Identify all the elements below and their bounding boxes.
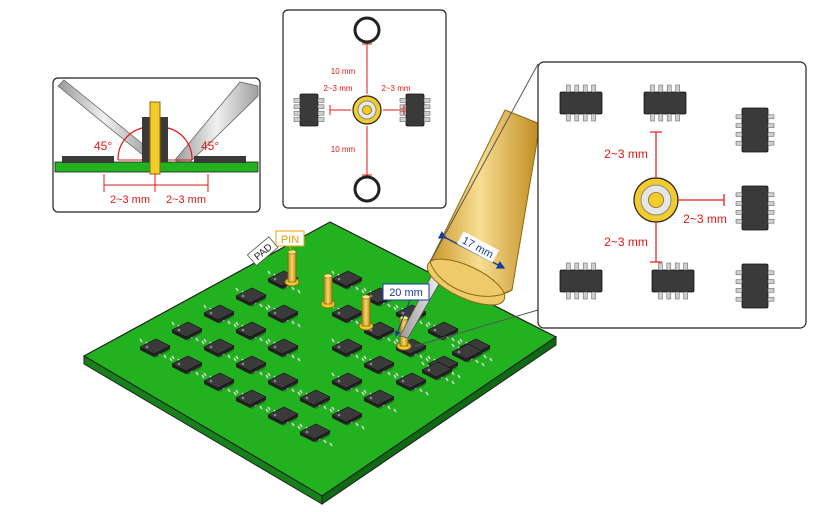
nozzle-length-label: 20 mm [389, 287, 423, 299]
zoom-chip [735, 185, 775, 231]
bottom-dist-label: 10 mm [331, 145, 356, 154]
board-chip [203, 338, 237, 362]
board-chip [235, 389, 269, 413]
dist-right-label: 2~3 mm [166, 194, 206, 206]
rp-bottom-dist-label: 2~3 mm [604, 235, 648, 249]
pin [358, 294, 374, 331]
zoom-chip [735, 107, 775, 153]
callout-lines [414, 63, 539, 347]
pcb-board [82, 221, 558, 505]
nozzle-length-dimension: 20 mm [382, 283, 430, 337]
top-right-chip [399, 93, 431, 127]
board-chip [331, 406, 365, 430]
board-chip [171, 355, 205, 379]
board-chip [331, 304, 365, 328]
board-chip [299, 389, 333, 413]
board-chip [235, 287, 269, 311]
board-chip [235, 355, 269, 379]
angle-left-label: 45° [94, 139, 112, 153]
board-chip [267, 304, 301, 328]
zoom-chip [559, 262, 603, 300]
board-chip [363, 389, 397, 413]
left-dist-label: 2~3 mm [323, 84, 352, 93]
board-chip [267, 372, 301, 396]
zoom-view-panel: 2~3 mm 2~3 mm 2~3 mm [537, 61, 807, 329]
top-dist-label: 10 mm [331, 67, 356, 76]
board-chip [395, 372, 429, 396]
board-chip [203, 304, 237, 328]
board-chip [331, 338, 365, 362]
board-chip [171, 321, 205, 345]
board-chip [267, 338, 301, 362]
board-chip [267, 406, 301, 430]
zoom-chip [559, 84, 603, 122]
board-chip [363, 355, 397, 379]
zoom-chip [643, 84, 687, 122]
zoom-chip [735, 263, 775, 309]
rp-top-dist-label: 2~3 mm [604, 147, 648, 161]
board-chip [451, 343, 485, 367]
side-view-panel: 45° 45° 2~3 mm 2~3 mm [52, 77, 261, 213]
board-chip [203, 372, 237, 396]
angle-right-label: 45° [201, 139, 219, 153]
board-chip [331, 372, 365, 396]
board-chip [235, 321, 269, 345]
zoom-chip [651, 262, 695, 300]
board-chip [427, 321, 461, 345]
pin-label: PIN [281, 234, 299, 246]
board-chip [331, 270, 365, 294]
board-chip [421, 361, 455, 385]
board-chip [139, 338, 173, 362]
rp-right-dist-label: 2~3 mm [683, 212, 727, 226]
pin [284, 249, 300, 287]
dist-left-label: 2~3 mm [110, 194, 150, 206]
right-dist-label: 2~3 mm [381, 84, 410, 93]
board-chips [139, 270, 493, 447]
top-view-panel: 10 mm 10 mm 2~3 mm 2~3 mm [282, 9, 447, 209]
pin-label-tag: PIN [275, 230, 305, 253]
top-left-chip [293, 93, 325, 127]
pin [320, 273, 336, 309]
board-chip [299, 423, 333, 447]
